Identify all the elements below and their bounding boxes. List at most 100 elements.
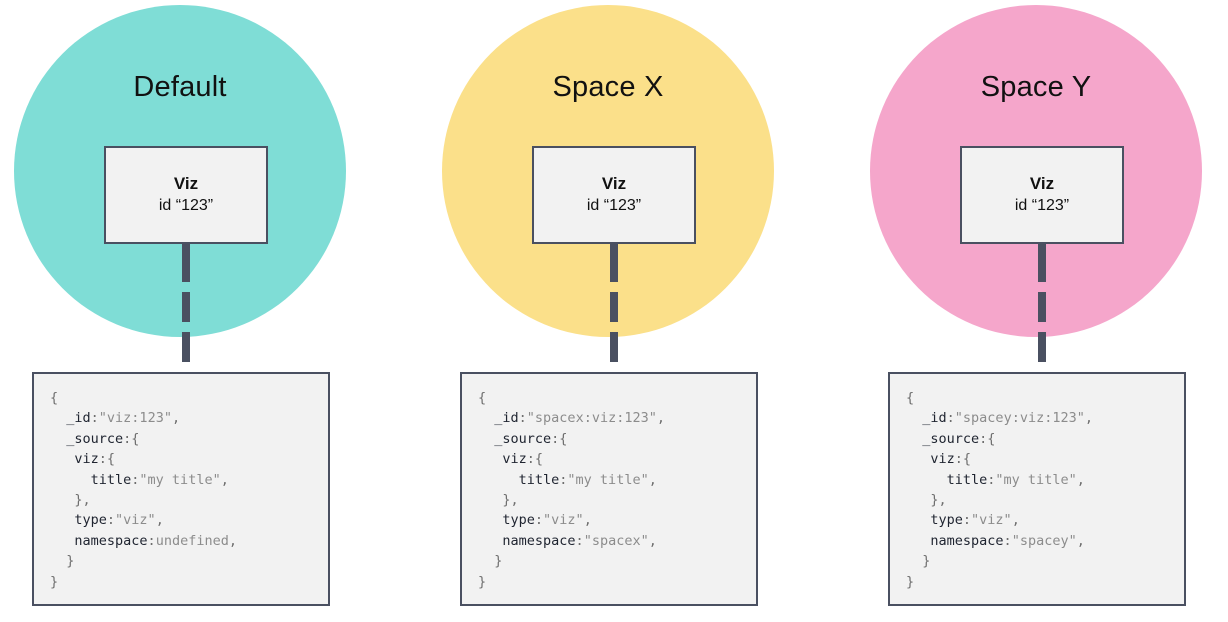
json-open-brace: { [50, 390, 59, 406]
json-comma: , [583, 512, 592, 529]
connector-dashed-spacey [1038, 244, 1046, 372]
document-json-spacey: { _id:"spacey:viz:123", _source:{ viz:{ … [906, 388, 1168, 592]
json-close-brace: } [50, 573, 59, 590]
json-colon: : [962, 512, 972, 529]
viz-node-title: Viz [601, 174, 627, 193]
json-colon: : [131, 471, 140, 488]
json-colon: : [106, 512, 116, 529]
viz-node-title: Viz [1029, 174, 1055, 193]
connector-dash [610, 244, 618, 282]
json-open-brace: { [478, 390, 487, 406]
json-source-close: } [66, 553, 75, 570]
json-key-viz: viz [930, 451, 955, 468]
json-colon: : [946, 410, 955, 427]
json-close-brace: } [478, 573, 487, 590]
json-key-namespace: namespace [502, 532, 576, 549]
json-key-viz: viz [74, 451, 99, 468]
json-value-title: "my title" [995, 471, 1077, 488]
document-box-default: { _id:"viz:123", _source:{ viz:{ title:"… [32, 372, 330, 606]
json-value-type: "viz" [115, 512, 156, 529]
document-box-spacey: { _id:"spacey:viz:123", _source:{ viz:{ … [888, 372, 1186, 606]
json-viz-close: }, [74, 492, 91, 509]
json-value-id: "spacey:viz:123" [954, 410, 1085, 427]
document-json-spacex: { _id:"spacex:viz:123", _source:{ viz:{ … [478, 388, 740, 592]
json-comma: , [1076, 471, 1085, 488]
json-key-title: title [90, 471, 132, 488]
json-close-brace: } [906, 573, 915, 590]
json-value-namespace: "spacex" [583, 532, 649, 549]
json-source-open: :{ [979, 430, 996, 447]
space-column-spacex: Space X Viz id “123” { _id:"spacex:viz:1… [428, 0, 808, 622]
json-value-title: "my title" [567, 471, 649, 488]
connector-dash [610, 292, 618, 322]
json-key-source: _source [922, 430, 980, 447]
json-value-type: "viz" [543, 512, 584, 529]
space-title-spacey: Space Y [980, 71, 1092, 103]
json-value-title: "my title" [139, 471, 221, 488]
document-json-default: { _id:"viz:123", _source:{ viz:{ title:"… [50, 388, 312, 592]
viz-node-subtitle: id “123” [586, 197, 642, 214]
json-key-viz: viz [502, 451, 527, 468]
json-key-source: _source [66, 430, 124, 447]
json-colon: : [534, 512, 544, 529]
json-comma: , [1076, 532, 1085, 549]
json-source-close: } [922, 553, 931, 570]
json-colon: : [1003, 532, 1012, 549]
json-key-title: title [946, 471, 988, 488]
json-key-id: _id [922, 410, 947, 427]
connector-dash [182, 332, 190, 362]
connector-dash [182, 292, 190, 322]
json-key-type: type [74, 512, 107, 529]
viz-node-subtitle: id “123” [158, 197, 214, 214]
connector-dash [1038, 244, 1046, 282]
json-value-namespace: "spacey" [1011, 532, 1077, 549]
json-key-id: _id [66, 410, 91, 427]
json-viz-open: :{ [526, 451, 544, 468]
connector-dashed-spacex [610, 244, 618, 372]
json-key-source: _source [494, 430, 552, 447]
json-colon: : [147, 532, 156, 549]
viz-node-title: Viz [173, 174, 199, 193]
json-comma: , [155, 512, 164, 529]
json-comma: , [648, 471, 657, 488]
json-value-type: "viz" [971, 512, 1012, 529]
space-title-default: Default [133, 71, 227, 103]
json-viz-close: }, [502, 492, 519, 509]
json-key-namespace: namespace [74, 532, 148, 549]
json-colon: : [90, 410, 99, 427]
json-colon: : [987, 471, 996, 488]
space-column-default: Default Viz id “123” { _id:"viz:123", _s… [0, 0, 380, 622]
connector-dash [1038, 292, 1046, 322]
json-viz-close: }, [930, 492, 947, 509]
connector-dash [1038, 332, 1046, 362]
viz-node-default[interactable]: Viz id “123” [104, 146, 268, 244]
viz-node-spacex[interactable]: Viz id “123” [532, 146, 696, 244]
json-colon: : [575, 532, 584, 549]
json-comma: , [220, 471, 229, 488]
json-open-brace: { [906, 390, 915, 406]
json-comma: , [228, 532, 237, 549]
json-key-title: title [518, 471, 560, 488]
json-colon: : [518, 410, 527, 427]
json-comma: , [656, 410, 665, 427]
space-title-spacex: Space X [552, 71, 664, 103]
json-value-namespace: undefined [155, 532, 229, 549]
json-viz-open: :{ [954, 451, 972, 468]
document-box-spacex: { _id:"spacex:viz:123", _source:{ viz:{ … [460, 372, 758, 606]
json-source-close: } [494, 553, 503, 570]
viz-node-spacey[interactable]: Viz id “123” [960, 146, 1124, 244]
json-source-open: :{ [123, 430, 140, 447]
connector-dash [182, 244, 190, 282]
viz-node-subtitle: id “123” [1014, 197, 1070, 214]
json-comma: , [171, 410, 181, 427]
json-key-type: type [502, 512, 535, 529]
json-key-namespace: namespace [930, 532, 1004, 549]
space-column-spacey: Space Y Viz id “123” { _id:"spacey:viz:1… [856, 0, 1228, 622]
json-key-id: _id [494, 410, 519, 427]
json-viz-open: :{ [98, 451, 116, 468]
json-comma: , [648, 532, 657, 549]
json-value-id: "spacex:viz:123" [526, 410, 657, 427]
json-colon: : [559, 471, 568, 488]
json-value-id: "viz:123" [98, 410, 172, 427]
connector-dashed-default [182, 244, 190, 372]
